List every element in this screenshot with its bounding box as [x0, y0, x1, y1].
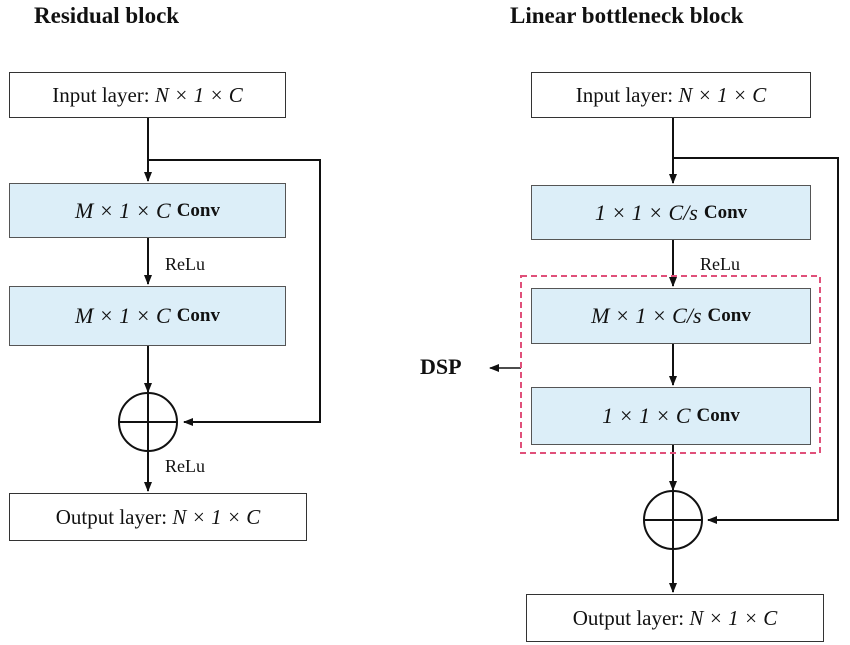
left-relu2-label: ReLu: [165, 456, 205, 476]
left-input-layer: Input layer: N × 1 × C: [9, 72, 286, 118]
dsp-dashed-region: [520, 275, 821, 454]
left-title: Residual block: [34, 3, 180, 28]
right-title: Linear bottleneck block: [510, 3, 744, 28]
right-input-layer: Input layer: N × 1 × C: [531, 72, 811, 118]
left-output-layer: Output layer: N × 1 × C: [9, 493, 307, 541]
right-output-layer: Output layer: N × 1 × C: [526, 594, 824, 642]
left-relu1-label: ReLu: [165, 254, 205, 274]
dsp-label: DSP: [420, 354, 462, 379]
left-skip-connection: [148, 159, 321, 426]
right-relu1-label: ReLu: [700, 254, 740, 274]
right-skip-connection: [673, 157, 839, 524]
